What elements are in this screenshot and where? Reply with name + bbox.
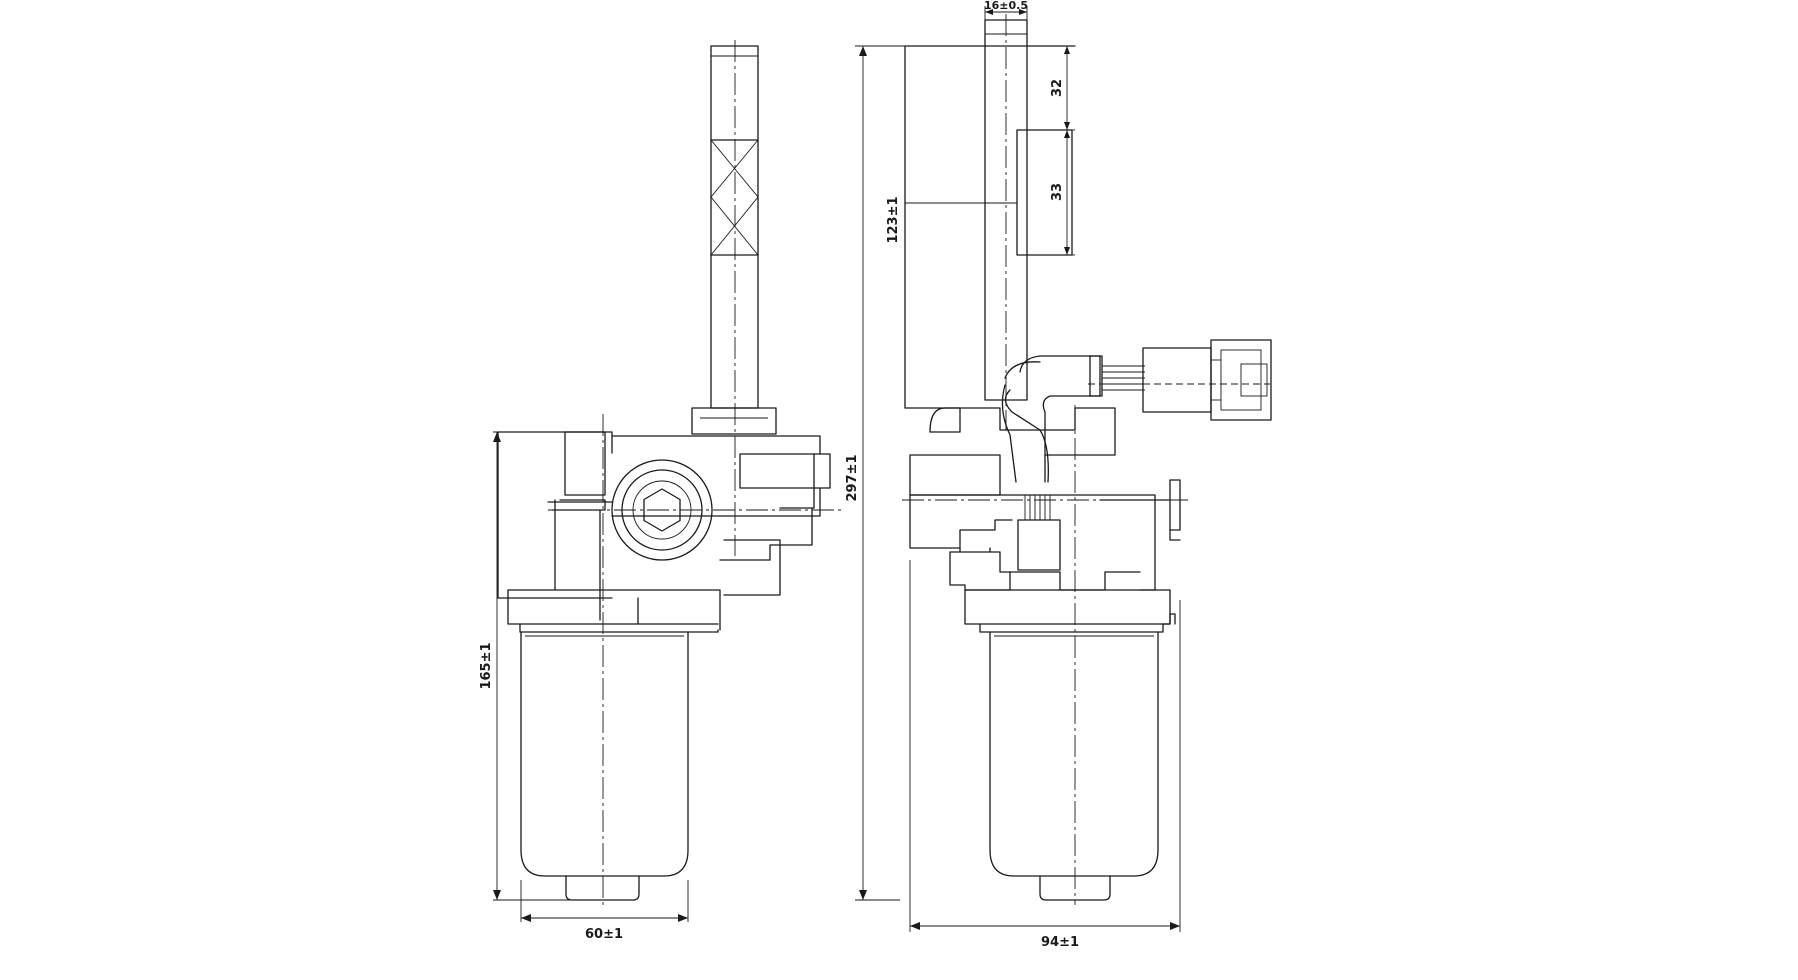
side-shaft xyxy=(710,45,759,409)
front-shaft xyxy=(984,19,1028,401)
side-flat-marker xyxy=(710,139,759,256)
front-flange-plate xyxy=(964,589,1171,633)
side-collar xyxy=(691,407,777,435)
front-connector-housing xyxy=(1142,347,1212,413)
side-housing-back xyxy=(497,431,613,599)
side-dimensions: 165±1 60±1 xyxy=(479,431,689,942)
side-motor-can xyxy=(520,631,689,877)
side-flange-plate xyxy=(507,589,719,633)
dim-front-width: 94±1 xyxy=(1041,935,1079,950)
side-housing-main xyxy=(611,435,831,517)
front-terminal-block xyxy=(1017,519,1061,571)
side-end-cap xyxy=(565,875,640,901)
front-shaft-flat xyxy=(1016,129,1073,256)
dim-shaft-width: 16±0.5 xyxy=(984,0,1028,12)
dim-front-height: 297±1 xyxy=(845,454,860,501)
dim-side-width: 60±1 xyxy=(585,927,623,942)
side-view xyxy=(497,40,842,905)
dim-flat-length: 33 xyxy=(1050,183,1065,201)
front-cable xyxy=(1019,355,1101,483)
dim-flat-top: 32 xyxy=(1050,79,1065,97)
dim-side-height: 165±1 xyxy=(479,642,494,689)
front-motor-can xyxy=(989,631,1159,877)
front-gearbox-mid xyxy=(909,454,1001,496)
front-gearbox-top xyxy=(959,407,1116,456)
front-view xyxy=(902,14,1272,905)
front-dimensions: 16±0.5 297±1 123±1 32 33 94±1 xyxy=(845,0,1181,950)
dim-shaft-offset: 123±1 xyxy=(886,196,901,243)
front-connector-plug xyxy=(1210,339,1272,421)
side-boss-outer xyxy=(611,459,713,561)
side-hex-nut xyxy=(643,488,681,532)
